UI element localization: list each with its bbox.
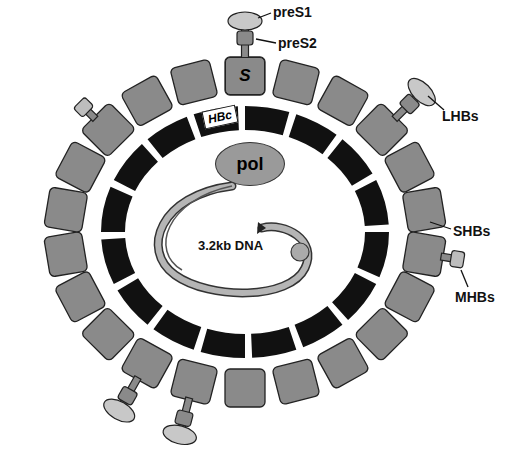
- pres1-domain: [403, 74, 440, 111]
- shbs-block: [44, 187, 88, 233]
- envelope-ring: [44, 57, 446, 407]
- dna-fill: [158, 186, 308, 293]
- pres2-label: preS2: [278, 35, 317, 51]
- lhbs-spike: [228, 12, 262, 59]
- node-text: HBc: [207, 108, 233, 127]
- pres1-domain: [100, 394, 138, 426]
- core-segments: [113, 118, 377, 346]
- core-ring: [113, 118, 377, 346]
- shbs-label: SHBs: [453, 223, 490, 239]
- shbs-block: [316, 337, 369, 390]
- leader-line: [258, 13, 271, 18]
- pres2-domain: [450, 250, 465, 268]
- shbs-block: [354, 307, 409, 362]
- pres2-domain: [73, 97, 93, 118]
- pres1-domain: [161, 422, 198, 448]
- shbs-block: [170, 59, 218, 106]
- lhbs-label: LHBs: [442, 108, 479, 124]
- leader-line: [428, 96, 444, 110]
- leader-line: [256, 39, 276, 43]
- mhbs-spike: [440, 249, 465, 269]
- mhbs-spike: [73, 97, 101, 125]
- leader-lines: [256, 13, 468, 287]
- lhbs-spike: [161, 394, 206, 448]
- leader-line: [430, 222, 451, 229]
- node-text: pol: [237, 154, 264, 175]
- pres2-domain: [237, 31, 253, 45]
- shbs-block: [383, 141, 435, 194]
- dna-outline: [158, 186, 308, 293]
- shbs-block: [54, 270, 106, 323]
- pres1-label: preS1: [273, 4, 312, 20]
- shbs-block: [402, 231, 446, 277]
- mhbs-label: MHBs: [455, 289, 495, 305]
- shbs-block: [120, 337, 173, 390]
- lhbs-spike: [100, 369, 153, 427]
- lhbs-spike: [383, 74, 440, 131]
- leader-line: [461, 270, 468, 287]
- primer-protein: [291, 243, 309, 261]
- dna-label: 3.2kb DNA: [196, 238, 265, 254]
- dna-end-mark: [257, 222, 266, 234]
- shbs-block: [44, 231, 88, 277]
- pres2-domain: [174, 410, 193, 428]
- dna-inner-strand: [166, 186, 232, 270]
- shbs-block: [120, 74, 173, 127]
- shbs-block: [316, 74, 369, 127]
- dna-strand: [158, 186, 309, 293]
- polymerase-ellipse: pol: [215, 142, 285, 186]
- shbs-block: [272, 358, 320, 405]
- shbs-block: [225, 369, 265, 407]
- shbs-block: [170, 358, 218, 405]
- pres1-domain: [228, 12, 262, 30]
- shbs-block: [272, 59, 320, 106]
- shbs-block: [225, 57, 265, 95]
- shbs-block: S: [225, 57, 265, 95]
- surface-spikes: [73, 12, 465, 448]
- node-text: S: [239, 66, 250, 86]
